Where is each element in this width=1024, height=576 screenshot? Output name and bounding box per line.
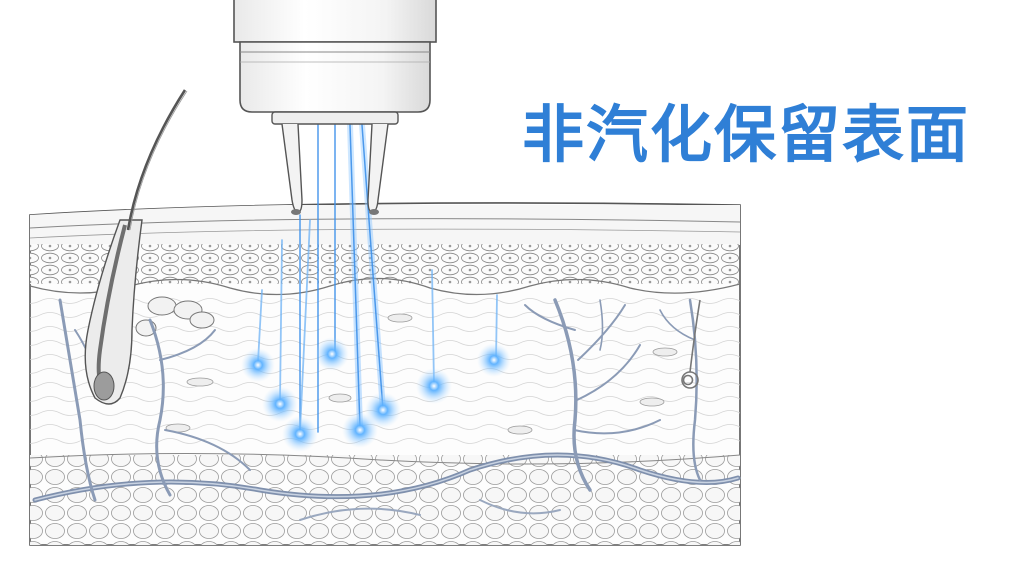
blood-vessels xyxy=(32,298,741,521)
hair-shaft xyxy=(84,89,188,405)
epidermis xyxy=(30,205,740,296)
laser-beams xyxy=(257,122,498,435)
thermal-focal-points xyxy=(241,337,511,452)
diagram-title: 非汽化保留表面 xyxy=(522,98,971,171)
focal-point xyxy=(262,386,298,422)
focal-point xyxy=(315,337,349,371)
sebaceous-gland xyxy=(135,296,215,337)
sweat-gland xyxy=(681,299,701,389)
focal-point xyxy=(282,416,318,452)
focal-point xyxy=(342,412,378,448)
focal-point xyxy=(241,348,275,382)
focal-point xyxy=(416,368,452,404)
dermis xyxy=(30,292,740,452)
laser-handpiece xyxy=(233,0,437,215)
focal-point xyxy=(477,343,511,377)
subcutaneous-fat xyxy=(30,452,740,546)
